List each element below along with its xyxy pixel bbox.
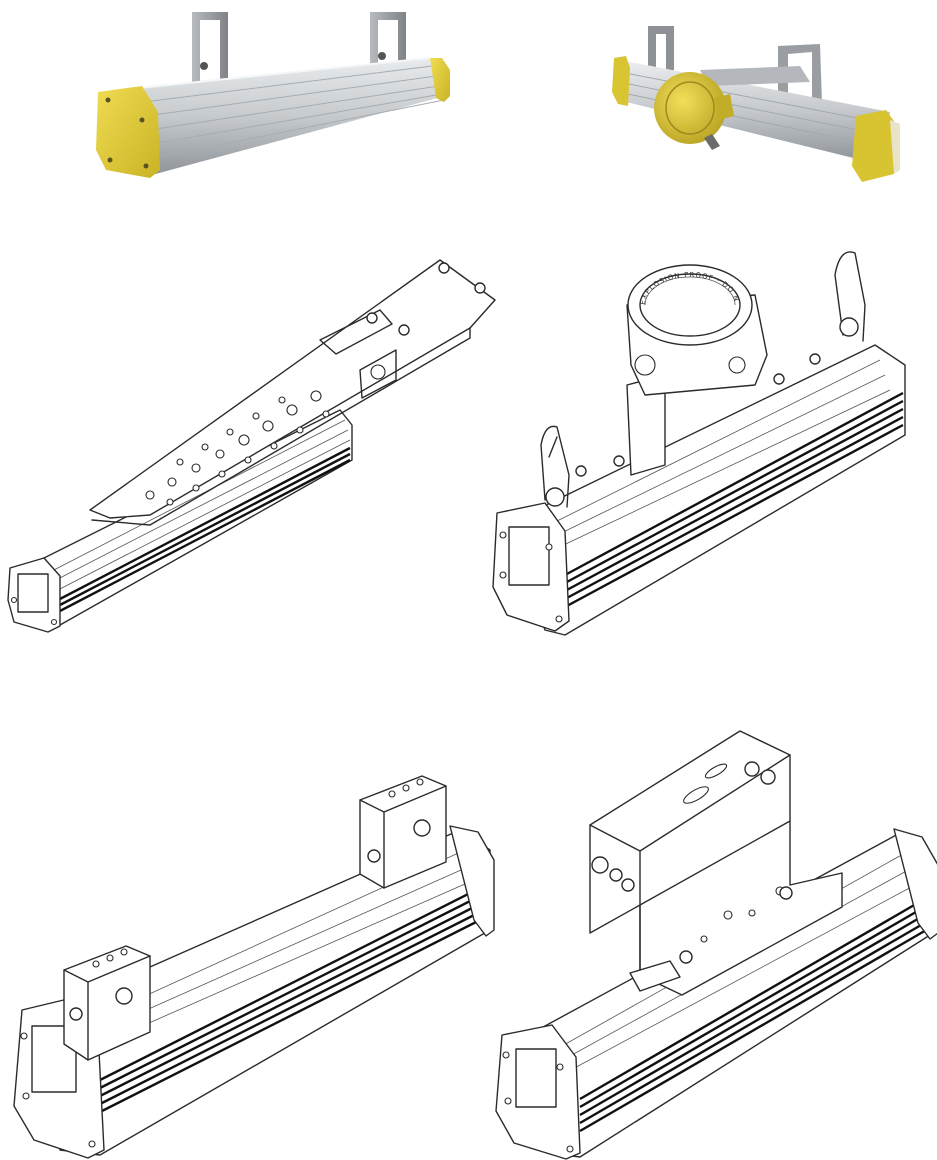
end-cap-right bbox=[852, 110, 900, 182]
fixture-line-plate-bracket bbox=[0, 250, 510, 640]
hook-right bbox=[834, 251, 866, 342]
bolts bbox=[591, 761, 793, 964]
end-cap-right bbox=[893, 828, 937, 940]
end-cap-left bbox=[7, 557, 61, 633]
rail-clip bbox=[629, 960, 681, 992]
fixture-line-junction-box-hooks: EXPLOSION PROOF · DO NOT OPEN WHEN ENERG… bbox=[481, 229, 925, 640]
u-bracket-left bbox=[192, 12, 228, 84]
fixture-line-u-bracket bbox=[490, 725, 937, 1160]
bracket-right bbox=[359, 775, 447, 889]
mounting-plate bbox=[89, 259, 496, 526]
hook-left bbox=[540, 425, 570, 508]
aluminum-body bbox=[504, 344, 906, 636]
aluminum-body bbox=[119, 57, 445, 176]
end-cap-left bbox=[612, 56, 630, 106]
end-cap-left bbox=[495, 1024, 581, 1160]
fixture-rendered-junction-box bbox=[600, 20, 910, 190]
end-cap-right bbox=[430, 58, 450, 102]
bolts bbox=[366, 262, 486, 336]
plate-holes bbox=[145, 364, 386, 506]
bracket-left bbox=[63, 945, 151, 1061]
end-cap-left bbox=[492, 502, 570, 632]
end-cap-left bbox=[96, 86, 160, 178]
junction-box-yellow bbox=[654, 72, 734, 150]
u-bracket bbox=[589, 730, 843, 996]
bracket-left bbox=[648, 26, 674, 76]
bolts bbox=[575, 353, 821, 477]
end-cap-right bbox=[449, 825, 495, 937]
fixture-rendered-two-brackets bbox=[80, 0, 460, 190]
fixture-line-two-brackets bbox=[0, 770, 500, 1160]
